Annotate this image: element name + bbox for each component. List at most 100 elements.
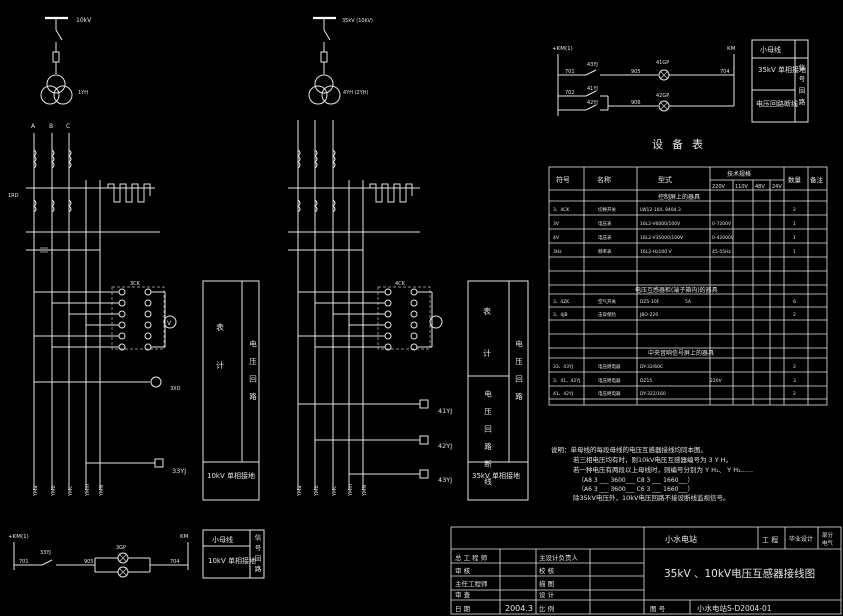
tr-contact-41yj: 41YJ — [587, 86, 598, 92]
r1-2-qty: 1 — [793, 235, 796, 241]
left-panel-meter: 计 — [216, 360, 224, 370]
right-panel-break: 电压回路断线 — [483, 389, 492, 495]
right-wire-yma: YMa — [297, 486, 303, 497]
tb-label-chief: 总 工 程 师 — [455, 553, 488, 562]
tb-label-drawn: 描 图 — [539, 579, 554, 588]
r1-2-name: 电压表 — [598, 234, 612, 241]
r2-1-qty: 2 — [793, 312, 796, 318]
left-fuse — [52, 51, 60, 63]
tr-right-terminal: KM — [727, 46, 736, 52]
th-name: 名称 — [597, 175, 611, 184]
left-phase-b: B — [49, 123, 53, 130]
th-48v: 48V — [755, 184, 765, 190]
equipment-table-title: 设备表 — [652, 137, 712, 151]
left-wire-ymm: YMm — [85, 484, 91, 497]
r1-1-sym: 3V — [553, 221, 560, 227]
r2-1-sym: 3、4JB — [553, 312, 568, 318]
left-disconnector — [55, 29, 63, 41]
th-spec: 技术规格 — [727, 170, 751, 178]
notes: 说明：单母线的每段母线的电压互感器接线均同本图。 若三相电压均有时，则10kV电… — [551, 445, 753, 502]
note-line-5: （A6 3 ___ 3600___ C6 3 ___ 1660___） — [578, 486, 693, 493]
left-panel-box — [202, 280, 260, 501]
bl-wire-701: 701 — [19, 559, 29, 565]
right-panel-table: 表 — [483, 306, 491, 316]
tr-left-terminal: +KM(1) — [552, 46, 573, 52]
bl-side-r1: 10kV 单相接地 — [208, 556, 256, 565]
tb-label-review: 审 核 — [455, 566, 471, 575]
left-switch-label: 3CK — [130, 281, 141, 287]
left-voltmeter-symbol: V — [167, 320, 172, 327]
th-220v: 220V — [712, 184, 726, 190]
tb-drawing-title: 35kV 、10kV电压互感器接线图 — [664, 567, 815, 580]
r1-3-spec: 45-55Hz — [712, 249, 731, 255]
bl-side-signal: 信号回路 — [253, 533, 261, 576]
left-diagram: 10kV 1YH A B C 1RD — [8, 16, 260, 501]
tb-label-number: 图 号 — [650, 605, 666, 613]
left-phase-c: C — [66, 123, 70, 130]
left-fuse-label: 1RD — [8, 193, 19, 199]
right-relay-41yj — [419, 399, 429, 409]
r3-1-qty: 3 — [793, 378, 796, 384]
right-bus-label: 35kV (10kV) — [342, 18, 373, 24]
r1-1-name: 电压表 — [598, 220, 612, 227]
left-wire-ymb: YMb — [51, 485, 57, 497]
right-panel-circuit: 电压回路 — [514, 339, 523, 410]
left-voltmeter-icon — [163, 315, 177, 329]
tr-side-signal: 信号回路 — [797, 63, 805, 110]
th-24v: 24V — [772, 184, 782, 190]
tb-label-scale: 比 例 — [539, 604, 554, 613]
right-panel-box — [467, 280, 529, 501]
r1-1-qty: 1 — [793, 221, 796, 227]
r3-1-sym: 3、41、42YJ — [553, 378, 580, 384]
r2-0-qty: 6 — [793, 299, 796, 305]
r1-3-sym: 3Hz — [553, 249, 562, 255]
right-relay-43yj — [419, 469, 429, 479]
tb-company: 小水电站 — [665, 534, 697, 544]
tr-lamp-41-label: 41GP — [656, 60, 669, 66]
right-transformer-icon — [308, 74, 341, 105]
left-relay-33yj — [154, 458, 164, 468]
left-wire-yma: YMa — [33, 486, 39, 497]
right-panel-bus: 35kV 单相接地 — [472, 471, 520, 480]
r1-0-type: LW12-16/L 8404.3 — [640, 207, 681, 213]
tr-side-box — [751, 39, 809, 123]
r1-2-sym: 4V — [553, 235, 560, 241]
top-right-signal-circuit: +KM(1) KM 701 43YJ 905 41GP 704 41YJ 42Y… — [552, 39, 809, 123]
r3-2-qty: 2 — [793, 391, 796, 397]
left-wire-ymn: YMN — [99, 485, 105, 497]
r1-3-type: 16L2-Hz100 V — [640, 249, 672, 255]
note-line-1: 说明：单母线的每段母线的电压互感器接线均同本图。 — [551, 445, 707, 454]
r3-0-qty: 2 — [793, 364, 796, 370]
tr-side-r2: 电压回路断线 — [756, 99, 798, 108]
r2-1-type: JBO-220 — [639, 312, 658, 318]
r3-2-sym: 41、42YJ — [553, 391, 573, 397]
right-wire-ymn: YMN — [362, 485, 368, 497]
tr-lamp-42-label: 42GP — [656, 93, 669, 99]
left-relay-label: 33YJ — [172, 467, 186, 475]
section-2-title: 电压互感器柜(端子箱内)的器具 — [635, 286, 718, 294]
r1-2-type: 16L2-V35000/100V — [640, 235, 684, 241]
r1-1-type: 16L2-V6000/100V — [640, 221, 681, 227]
tr-wire-906: 906 — [631, 100, 641, 106]
tr-contact-43yj: 43YJ — [587, 62, 598, 68]
left-panel-circuit: 电压回路 — [248, 339, 257, 410]
bl-contact: 33YJ — [40, 550, 51, 556]
tb-part-value: 电气 — [822, 539, 834, 547]
tr-wire-905: 905 — [631, 69, 641, 75]
right-voltmeter-icon — [429, 315, 443, 329]
left-lamp-tag: 3XD — [170, 386, 181, 392]
bl-side-title: 小母线 — [212, 535, 233, 544]
right-diagram: 35kV (10kV) 4YH (2YH) 4CK — [288, 16, 529, 501]
left-wire-ymc: YMc — [68, 486, 74, 497]
left-switch-matrix — [118, 288, 152, 351]
tb-label-designer: 主设计负责人 — [539, 553, 579, 562]
left-bus-label: 10kV — [76, 17, 92, 24]
section-3-title: 中央音响信号屏上的器具 — [648, 349, 714, 357]
bl-wire-704: 704 — [170, 559, 180, 565]
tr-wire-702: 702 — [565, 90, 575, 96]
th-type: 型式 — [658, 175, 672, 184]
r2-0-name: 空气开关 — [598, 298, 616, 305]
r3-1-name: 电压继电器 — [598, 377, 621, 384]
tb-date-value: 2004.3 — [505, 604, 533, 613]
tr-side-title: 小母线 — [760, 45, 781, 54]
